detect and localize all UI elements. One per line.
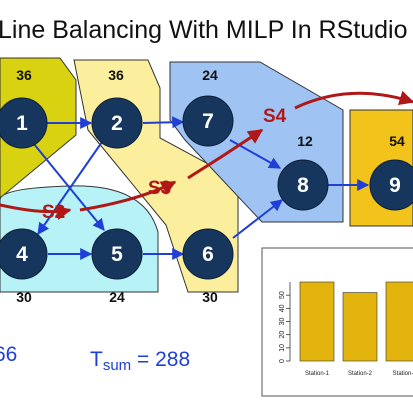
task-time-2: 36 bbox=[108, 67, 124, 83]
chart-bar bbox=[385, 281, 413, 362]
station-arrow-s3 bbox=[79, 180, 177, 212]
task-time-4: 30 bbox=[16, 289, 32, 305]
x-category-label: Station- bbox=[393, 371, 413, 377]
task-time-8: 12 bbox=[297, 133, 313, 149]
task-node-5: 5 bbox=[91, 228, 143, 280]
task-node-5-label: 5 bbox=[111, 243, 123, 266]
left-value: 66 bbox=[0, 343, 17, 366]
task-node-4: 4 bbox=[0, 228, 48, 280]
task-node-6: 6 bbox=[182, 228, 234, 280]
station-arrow-s5 bbox=[294, 90, 413, 110]
task-node-9: 9 bbox=[369, 159, 413, 211]
task-node-7: 7 bbox=[182, 95, 234, 147]
y-tick-label: 30 bbox=[279, 318, 286, 326]
x-category-label: Station-2 bbox=[348, 371, 373, 377]
task-node-7-label: 7 bbox=[202, 110, 214, 133]
station-label-s4: S4 bbox=[263, 106, 287, 127]
station-time-chart: 0 10 20 30 40 50 Station-1 Station-2 Station- bbox=[261, 247, 413, 397]
task-time-1: 36 bbox=[16, 67, 32, 83]
chart-bar bbox=[342, 292, 378, 362]
task-node-8-label: 8 bbox=[297, 174, 309, 197]
y-tick-label: 20 bbox=[279, 331, 286, 339]
task-node-1: 1 bbox=[0, 97, 48, 149]
diagram-title: Line Balancing With MILP In RStudio bbox=[0, 16, 408, 44]
arrow-2-7 bbox=[142, 116, 185, 129]
arrow-2-4 bbox=[37, 141, 103, 235]
arrow-6-8 bbox=[232, 199, 283, 239]
task-node-2-label: 2 bbox=[111, 112, 123, 135]
task-node-9-label: 9 bbox=[389, 174, 401, 197]
task-node-6-label: 6 bbox=[202, 243, 214, 266]
y-tick-label: 0 bbox=[279, 359, 286, 363]
tsum-label: Tsum = 288 bbox=[90, 348, 190, 374]
task-node-8: 8 bbox=[277, 159, 329, 211]
task-time-9: 54 bbox=[389, 133, 405, 149]
y-tick-label: 40 bbox=[279, 304, 286, 312]
x-category-label: Station-1 bbox=[305, 371, 330, 377]
arrow-1-5 bbox=[33, 143, 105, 231]
task-time-6: 30 bbox=[202, 289, 218, 305]
task-time-5: 24 bbox=[109, 289, 125, 305]
y-tick-label: 10 bbox=[279, 344, 286, 352]
station-label-s2: S2 bbox=[42, 202, 65, 223]
station-arrow-s2 bbox=[0, 203, 72, 220]
station-arrow-s4 bbox=[187, 128, 264, 180]
y-tick-label: 50 bbox=[279, 291, 286, 299]
task-node-4-label: 4 bbox=[16, 243, 28, 266]
task-node-2: 2 bbox=[91, 97, 143, 149]
task-time-7: 24 bbox=[202, 67, 218, 83]
station-label-s3: S3 bbox=[148, 178, 171, 199]
chart-bar bbox=[299, 281, 335, 362]
task-node-1-label: 1 bbox=[16, 112, 28, 135]
